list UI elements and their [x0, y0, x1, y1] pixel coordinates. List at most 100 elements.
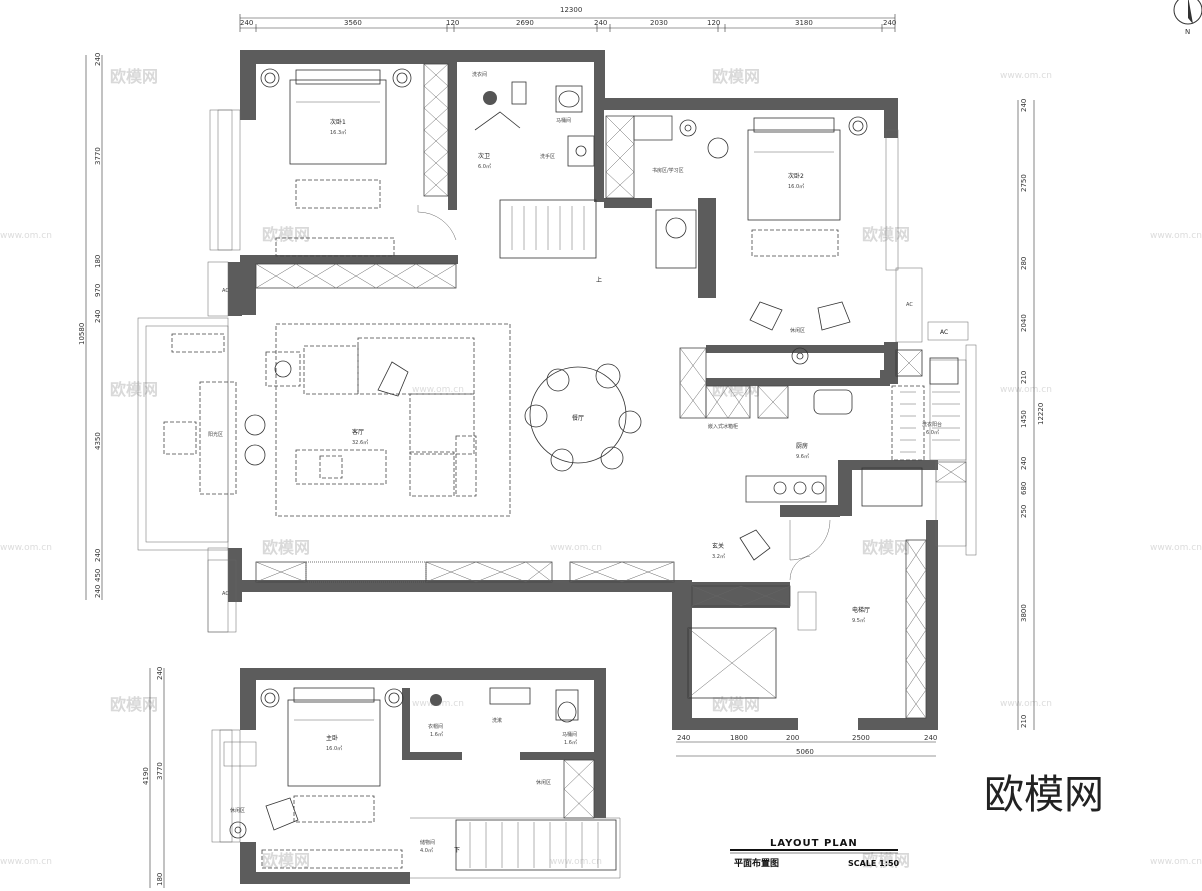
furniture-leisure: 休闲区: [749, 301, 851, 365]
room-label-lounge: 休闲区: [230, 807, 245, 814]
dim-total: 10580: [78, 323, 86, 345]
room-area-master: 16.0㎡: [326, 745, 342, 752]
dim-seg: 680: [1020, 482, 1028, 495]
room-label-wash2: 洗漱: [492, 717, 502, 724]
dim-seg: 1800: [730, 734, 748, 742]
room-label-living: 客厅: [352, 428, 364, 436]
title-block: LAYOUT PLAN 平面布置图 SCALE 1:50: [730, 838, 900, 869]
watermark-url: www.om.cn: [1150, 231, 1202, 241]
dimension-right: 12220 240 2750 280 2040 210 1450 240 680…: [1017, 99, 1045, 730]
dim-seg: 200: [786, 734, 799, 742]
dim-seg: 240: [94, 310, 102, 323]
drawing-scale: SCALE 1:50: [848, 859, 900, 868]
dim-total: 12220: [1037, 403, 1045, 425]
dim-seg: 240: [883, 19, 896, 27]
room-label-laundry: 洗衣间: [472, 71, 487, 78]
dim-seg: 120: [446, 19, 459, 27]
north-label: N: [1185, 28, 1190, 36]
furniture-kitchen: 嵌入式冰箱柜 厨房 9.6㎡ 洗衣阳台 6.0㎡: [708, 349, 967, 507]
room-label-bedroom1: 次卧1: [330, 118, 346, 126]
watermark-url: www.om.cn: [1000, 699, 1052, 709]
ac-label: AC: [906, 302, 913, 308]
room-area-kitchen: 9.6㎡: [796, 453, 809, 460]
watermark: 欧模网: [262, 225, 310, 244]
dim-seg: 2750: [1020, 174, 1028, 192]
furniture-sunroom: 阳光区: [163, 333, 266, 495]
dim-seg: 4350: [94, 432, 102, 450]
dim-seg: 240: [924, 734, 937, 742]
watermark: 欧模网: [712, 695, 760, 714]
dim-seg: 240: [94, 549, 102, 562]
watermark: 欧模网: [712, 67, 760, 86]
label-fridge-cabinet: 嵌入式冰箱柜: [708, 423, 738, 430]
dim-seg: 240: [156, 667, 164, 680]
dim-seg: 3770: [94, 147, 102, 165]
room-label-study: 书房区/学习区: [652, 167, 684, 174]
room-label-master: 主卧: [326, 734, 338, 742]
room-label-toilet: 马桶间: [556, 117, 571, 124]
furniture-master: 主卧 16.0㎡ 休闲区: [229, 687, 404, 869]
furniture-entrance: 玄关 3.2㎡ 电梯厅 9.5㎡: [687, 519, 870, 699]
dimension-left: 10580 240 3770 180 970 240 4350 240 450 …: [78, 53, 103, 600]
dim-seg: 1450: [1020, 410, 1028, 428]
room-label-wash: 洗手区: [540, 153, 555, 160]
dim-seg: 240: [94, 585, 102, 598]
dim-seg: 120: [707, 19, 720, 27]
room-area-entrance: 9.5㎡: [852, 617, 865, 624]
cabinets: [255, 63, 927, 719]
ac-label: AC: [222, 288, 229, 294]
watermark-url: www.om.cn: [550, 543, 602, 553]
dimension-lower-left: 4190 240 3770 180: [142, 667, 165, 888]
watermark: 欧模网: [110, 67, 158, 86]
watermark: 欧模网: [862, 538, 910, 557]
furniture-bedroom2: 次卧2 16.0㎡: [747, 116, 868, 257]
room-area-bedroom2: 16.0㎡: [788, 183, 804, 190]
furniture-study: 书房区/学习区: [652, 119, 729, 269]
dim-seg: 250: [1020, 505, 1028, 518]
room-area-foyer: 3.2㎡: [712, 553, 725, 560]
watermark: 欧模网: [110, 695, 158, 714]
room-label-kitchen: 厨房: [796, 442, 808, 450]
room-area-bath: 6.0㎡: [478, 163, 491, 170]
dim-seg: 2690: [516, 19, 534, 27]
drawing-title-en: LAYOUT PLAN: [770, 838, 858, 849]
furniture-bedroom1: 次卧1 16.3㎡: [260, 68, 412, 257]
furniture-living: 客厅 32.6㎡: [265, 323, 511, 517]
stair-down-label: 下: [454, 847, 460, 854]
dim-seg: 3770: [156, 762, 164, 780]
room-label-foyer: 玄关: [712, 542, 724, 550]
north-arrow-icon: N: [1173, 0, 1202, 36]
dim-seg: 3800: [1020, 604, 1028, 622]
brand-logo: 欧模网: [984, 772, 1104, 818]
dim-seg: 2040: [1020, 314, 1028, 332]
dim-seg: 240: [677, 734, 690, 742]
room-label-bath: 次卫: [478, 152, 490, 160]
room-label-entrance: 电梯厅: [852, 606, 870, 614]
room-area-toilet2: 1.6㎡: [564, 739, 577, 746]
watermark-url: www.om.cn: [1000, 71, 1052, 81]
room-area-living: 32.6㎡: [352, 439, 368, 446]
watermark-url: www.om.cn: [0, 543, 52, 553]
room-label-leisure: 休闲区: [790, 327, 805, 334]
drawing-title-cn: 平面布置图: [734, 857, 779, 869]
dim-seg: 180: [156, 873, 164, 886]
room-label-dressing: 衣帽间: [428, 723, 443, 730]
room-label-bedroom2: 次卧2: [788, 172, 804, 180]
watermark-url: www.om.cn: [1150, 857, 1202, 867]
dim-seg: 450: [94, 569, 102, 582]
dim-seg: 970: [94, 284, 102, 297]
watermark-url: www.om.cn: [0, 231, 52, 241]
dim-seg: 2500: [852, 734, 870, 742]
dim-total: 4190: [142, 767, 150, 785]
dimension-bottom: 240 1800 200 2500 240 5060: [676, 734, 937, 757]
room-area-storage: 4.0㎡: [420, 847, 433, 854]
dim-total: 12300: [560, 6, 582, 14]
dim-seg: 240: [94, 53, 102, 66]
watermark-url: www.om.cn: [1150, 543, 1202, 553]
dim-seg: 210: [1020, 715, 1028, 728]
room-label-lounge-2f: 休闲区: [536, 779, 551, 786]
room-label-dining: 餐厅: [572, 414, 584, 422]
room-label-storage: 储物间: [420, 839, 435, 846]
